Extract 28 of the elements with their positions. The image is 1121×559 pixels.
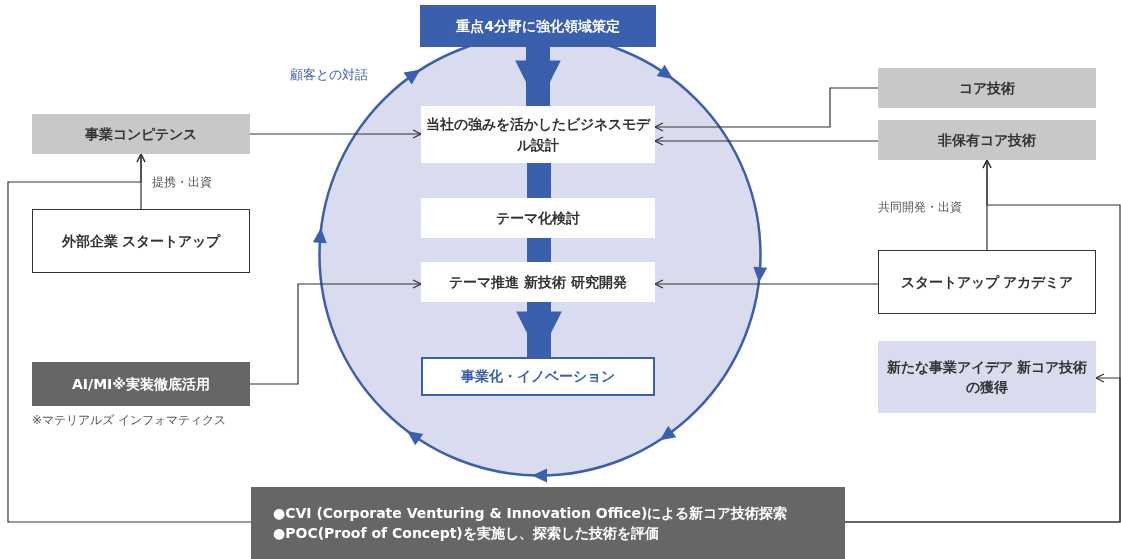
flow-arrow <box>515 47 561 106</box>
partner-box: 外部企業 スタートアップ <box>32 209 250 273</box>
heading-banner: 重点4分野に強化領域策定 <box>420 5 656 47</box>
technology-box: コア技術 <box>878 68 1096 108</box>
bullet-text: ●CVI (Corporate Venturing & Innovation Office)による新コア技術探索 <box>273 503 788 523</box>
bullet-text: ●POC(Proof of Concept)を実施し、探索した技術を評価 <box>273 524 659 543</box>
process-box: テーマ化検討 <box>421 198 655 238</box>
goal-box: 新たな事業アイデア 新コア技術の獲得 <box>878 341 1096 413</box>
arrow <box>654 136 879 146</box>
arrow <box>654 279 879 289</box>
arrow <box>249 129 422 139</box>
arrow <box>7 153 252 523</box>
arrow <box>844 373 1121 523</box>
partner-box: スタートアップ アカデミア <box>878 250 1096 314</box>
technology-box: 非保有コア技術 <box>878 120 1096 160</box>
flow-arrow <box>516 302 562 357</box>
annotation-text: 顧客との対話 <box>290 66 368 84</box>
method-box: AI/MI※実装徹底活用 <box>32 362 250 406</box>
process-box: テーマ推進 新技術 研究開発 <box>421 262 655 302</box>
arrow <box>654 87 879 132</box>
info-panel <box>251 487 845 559</box>
edge-label: 提携・出資 <box>150 174 214 191</box>
arrow <box>249 279 422 385</box>
process-box: 当社の強みを活かしたビジネスモデル設計 <box>421 106 655 163</box>
footnote-text: ※マテリアルズ インフォマティクス <box>32 412 226 429</box>
result-box: 事業化・イノベーション <box>421 357 655 396</box>
competence-box: 事業コンピテンス <box>32 114 250 154</box>
edge-label: 共同開発・出資 <box>876 199 964 216</box>
